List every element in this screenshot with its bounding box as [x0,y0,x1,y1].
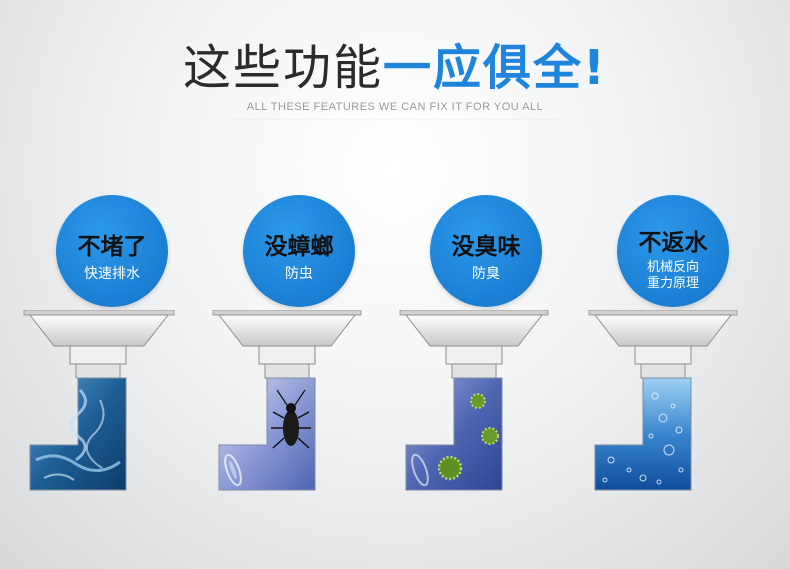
drain-pipe-roach [212,310,362,491]
feature-subtitle: 防虫 [285,266,313,282]
cockroach-icon [271,389,311,449]
feature-title: 不堵了 [77,234,147,260]
page-subtitle: ALL THESE FEATURES WE CAN FIX IT FOR YOU… [246,101,544,113]
feature-subtitle-line-2: 重力原理 [646,276,699,291]
feature-card-no-roach: 没蟑螂 防虫 [207,195,397,515]
feature-title: 没臭味 [451,234,521,260]
feature-subtitle: 防臭 [472,266,500,282]
feature-badge: 不返水 机械反向 重力原理 [617,195,729,307]
feature-card-no-odor: 没臭味 防臭 [394,195,584,515]
feature-card-no-backflow: 不返水 机械反向 重力原理 [581,195,771,515]
bubble-icon [602,392,684,485]
germ-icon [437,393,499,481]
page-title: 这些功能一应俱全! [0,38,790,98]
feature-title: 不返水 [638,230,708,256]
drain-pipe-water [23,310,175,491]
drain-pipe-bubbles [588,310,738,491]
feature-subtitle: 快速排水 [84,266,140,282]
feature-badge: 没蟑螂 防虫 [243,195,355,307]
feature-card-no-clog: 不堵了 快速排水 [20,195,210,515]
feature-title: 没蟑螂 [264,234,334,260]
title-accent: 一应俱全! [383,40,607,96]
feature-badge: 没臭味 防臭 [430,195,542,307]
drain-pipe-germ [399,310,549,491]
title-plain: 这些功能 [183,40,384,96]
feature-badge: 不堵了 快速排水 [56,195,168,307]
decorative-fine-print: ........................................… [230,116,560,121]
feature-subtitle-line-1: 机械反向 [646,260,699,275]
